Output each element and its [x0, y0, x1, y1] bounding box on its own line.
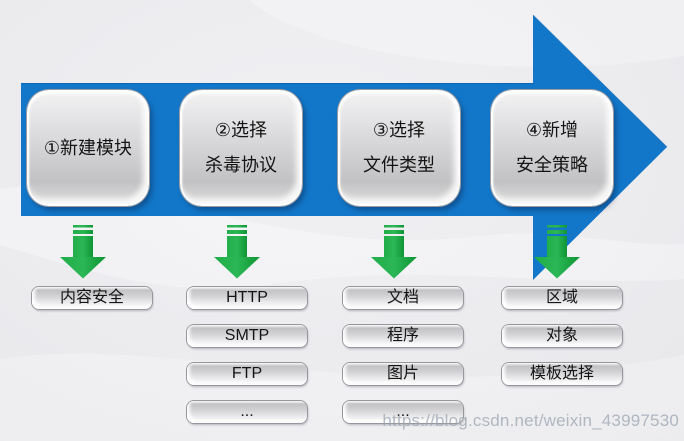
step-box-3: ③选择 文件类型: [338, 90, 460, 206]
column-list-4: 区域 对象 模板选择: [502, 287, 622, 401]
down-arrow-icon: [370, 225, 418, 279]
step-box-2: ②选择 杀毒协议: [180, 90, 302, 206]
step-label: ④新增: [525, 120, 579, 140]
down-arrow-icon: [533, 225, 581, 279]
down-arrow-icon: [59, 225, 107, 279]
list-item: 程序: [343, 325, 463, 347]
column-list-3: 文档 程序 图片 ...: [343, 287, 463, 439]
column-list-1: 内容安全: [32, 287, 152, 325]
list-item: ...: [343, 401, 463, 423]
step-label: 文件类型: [363, 155, 435, 175]
step-label: ③选择: [372, 120, 426, 140]
list-item: SMTP: [187, 325, 307, 347]
step-label: 杀毒协议: [205, 155, 277, 175]
list-item: 模板选择: [502, 363, 622, 385]
list-item: 区域: [502, 287, 622, 309]
list-item: FTP: [187, 363, 307, 385]
list-item: 图片: [343, 363, 463, 385]
step-label: ②选择: [214, 120, 268, 140]
step-label: 安全策略: [516, 155, 588, 175]
down-arrow-icon: [213, 225, 261, 279]
step-label: ①新建模块: [43, 137, 133, 158]
list-item: HTTP: [187, 287, 307, 309]
list-item: ...: [187, 401, 307, 423]
list-item: 文档: [343, 287, 463, 309]
step-box-4: ④新增 安全策略: [491, 90, 613, 206]
column-list-2: HTTP SMTP FTP ...: [187, 287, 307, 439]
step-box-1: ①新建模块: [27, 90, 149, 206]
watermark-text: https://blog.csdn.net/weixin_43997530: [382, 411, 679, 430]
list-item: 内容安全: [32, 287, 152, 309]
list-item: 对象: [502, 325, 622, 347]
